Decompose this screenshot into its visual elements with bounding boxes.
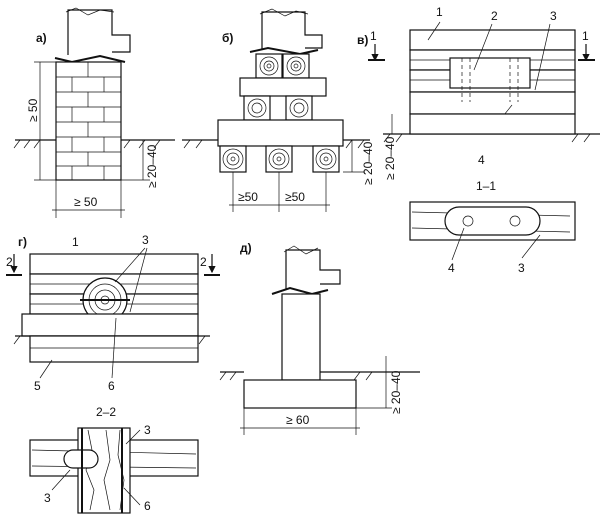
panel-v-section-mark-left: 1: [370, 29, 377, 43]
panel-v-letter: в): [357, 33, 368, 47]
panel-g-callout-3: 3: [142, 233, 149, 247]
panel-a-height-dim: ≥ 50: [26, 98, 40, 122]
panel-a-depth-dim: ≥ 20–40: [145, 144, 159, 188]
panel-v-section-callout-3: 3: [518, 261, 525, 275]
panel-g-section-callout-3a: 3: [144, 423, 151, 437]
panel-d-width-dim: ≥ 60: [286, 413, 310, 427]
panel-a-width-dim: ≥ 50: [74, 195, 98, 209]
panel-v-callout-4: 4: [478, 153, 485, 167]
panel-g-letter: г): [18, 235, 27, 249]
panel-v-callout-3: 3: [550, 9, 557, 23]
panel-v: в) 1 2 3 1 1 ≥ 20–40 4 1–1: [357, 5, 600, 275]
panel-b-width-dim-2: ≥50: [285, 190, 305, 204]
panel-a: а) ≥ 50 ≥ 50 ≥ 20–40: [13, 7, 175, 218]
panel-b-letter: б): [222, 31, 233, 45]
panel-v-depth-dim: ≥ 20–40: [383, 136, 397, 180]
panel-d-letter: д): [240, 241, 252, 255]
panel-b-width-dim-1: ≥50: [238, 190, 258, 204]
panel-v-section-callout-4: 4: [448, 261, 455, 275]
panel-g-section-mark-left: 2: [6, 255, 13, 269]
panel-g-section-callout-6: 6: [144, 499, 151, 513]
panel-g-callout-1: 1: [72, 235, 79, 249]
panel-g-callout-6: 6: [108, 379, 115, 393]
panel-g-section-title: 2–2: [96, 405, 116, 419]
panel-g-callout-5: 5: [34, 379, 41, 393]
panel-g-section-callout-3b: 3: [44, 491, 51, 505]
panel-v-callout-1: 1: [436, 5, 443, 19]
panel-d: д) ≥ 60 ≥ 20–40: [219, 241, 420, 435]
brick-courses: [56, 62, 121, 180]
panel-g-section-mark-right: 2: [200, 255, 207, 269]
panel-a-letter: а): [36, 31, 47, 45]
panel-v-section-title: 1–1: [476, 179, 496, 193]
panel-g: г) 1 3 2 2 5 6 2–2: [6, 233, 220, 514]
panel-v-section-mark-right: 1: [582, 29, 589, 43]
panel-d-depth-dim: ≥ 20–40: [389, 370, 403, 414]
panel-b: б) ≥50 ≥50 ≥ 20–40: [182, 8, 375, 212]
panel-b-depth-dim: ≥ 20–40: [361, 141, 375, 185]
panel-v-callout-2: 2: [491, 9, 498, 23]
